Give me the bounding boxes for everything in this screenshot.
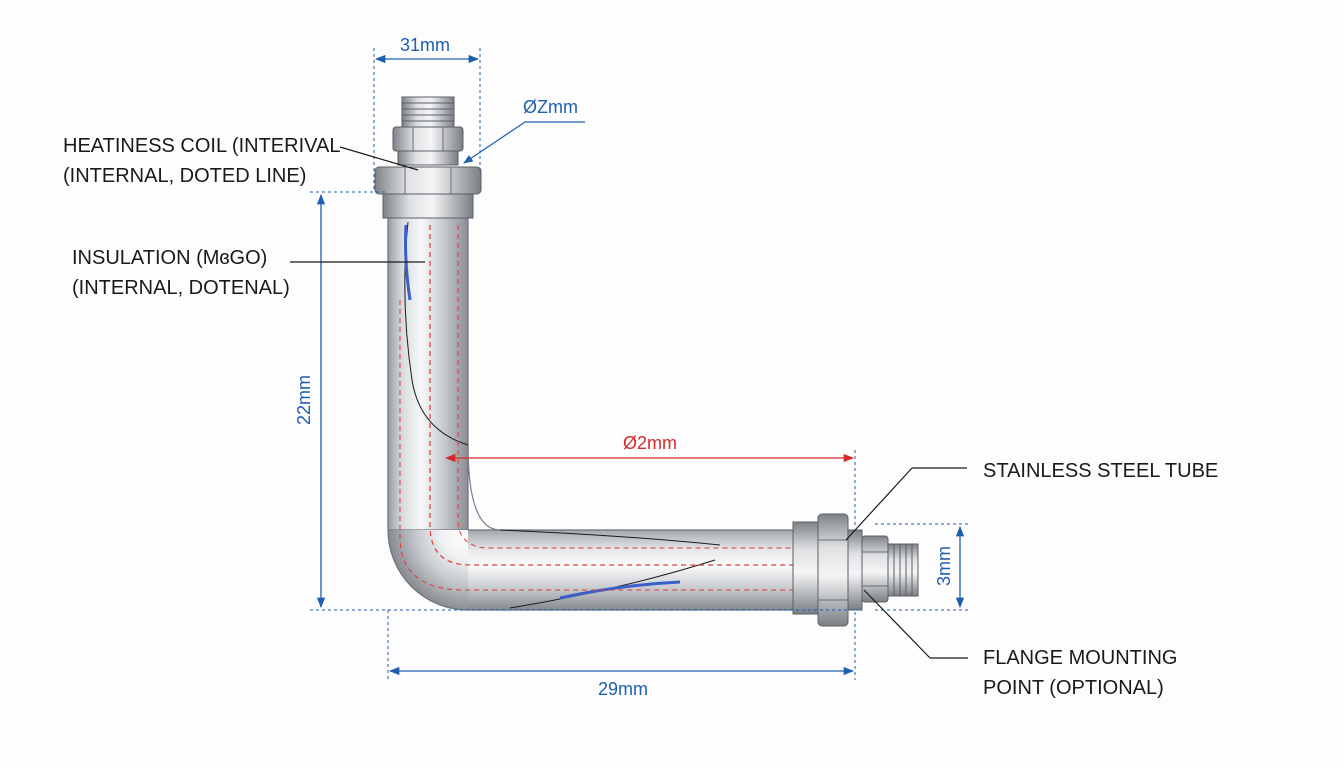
dimension-top-width: [373, 48, 481, 190]
flange-label-line1: FLANGE MOUNTING: [983, 647, 1177, 669]
dimension-top-diameter: [463, 121, 585, 164]
heating-coil-callout: [339, 146, 419, 171]
dimension-horizontal-total-label: 29mm: [598, 679, 648, 699]
stainless-steel-tube: [387, 214, 798, 611]
heating-coil-label-line2: (INTERNAL, DOTED LINE): [63, 165, 306, 187]
dimension-top-width-label: 31mm: [400, 35, 450, 55]
dimension-horizontal-inner-label: Ø2mm: [623, 433, 677, 453]
dimension-top-diameter-label: ØZmm: [523, 97, 578, 117]
flange-label-line2: POINT (OPTIONAL): [983, 677, 1164, 699]
tube-label: STAINLESS STEEL TUBE: [983, 460, 1218, 482]
dimension-vertical-length-label: 22mm: [294, 375, 314, 425]
dimension-horizontal-total: [387, 610, 856, 680]
dimension-fitting-height-label: 3mm: [934, 546, 954, 586]
internal-insulation: [404, 221, 721, 609]
heating-coil-dashed-line: [399, 225, 850, 591]
top-fitting: [374, 96, 482, 219]
flange-mounting-fitting: [792, 513, 919, 627]
dimension-fitting-height: [875, 523, 970, 611]
flange-callout: [863, 589, 968, 659]
insulation-label-line2: (INTERNAL, DOTENAL): [72, 277, 290, 299]
insulation-label-line1: INSULATION (MɞGO): [72, 247, 267, 269]
dimension-horizontal-inner: [444, 450, 856, 525]
tube-callout: [845, 467, 967, 541]
heating-coil-label-line1: HEATINESS COIL (INTERIVAL: [63, 135, 340, 157]
dimension-vertical-length: [310, 191, 860, 611]
